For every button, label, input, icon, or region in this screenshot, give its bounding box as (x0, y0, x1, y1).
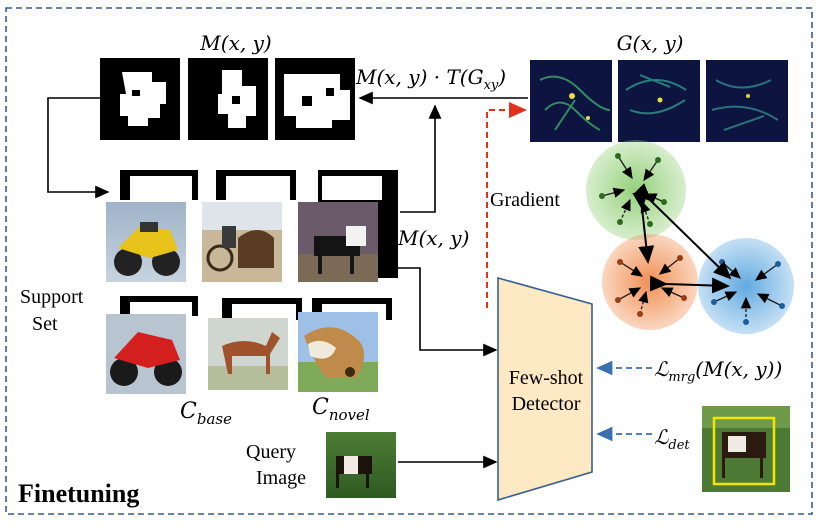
gradient-map-1 (530, 60, 612, 142)
detection-bounding-box (712, 416, 776, 486)
support-stack-1 (106, 170, 198, 282)
query-label-2: Image (256, 467, 306, 489)
query-label-1: Query (246, 441, 296, 463)
mask-label: M(x, y) (397, 226, 469, 250)
support-set-label-2: Set (32, 313, 58, 335)
support-stack-6 (298, 298, 392, 392)
mask-to-operation-arrow (400, 104, 442, 213)
detector-label-1: Few-shot (509, 367, 584, 389)
binary-mask-3 (275, 58, 355, 140)
query-image (326, 432, 396, 498)
support-stack-2 (202, 170, 296, 282)
detector-label-2: Detector (512, 393, 581, 415)
c-base-label: Cbase (180, 399, 232, 428)
finetuning-label: Finetuning (18, 479, 139, 508)
gradient-map-3 (706, 60, 788, 142)
support-stack-5 (208, 298, 302, 390)
gradient-feedback-arrow (486, 102, 527, 308)
few-shot-detector (497, 276, 593, 502)
binary-mask-1 (100, 58, 180, 140)
mask-title: M(x, y) (199, 31, 271, 55)
finetuning-frame (5, 7, 813, 515)
mask-apply-arrow (47, 97, 110, 199)
gradient-cluster-green (586, 140, 686, 240)
inter-cluster-arrows (632, 183, 732, 294)
gradient-map-2 (618, 60, 700, 142)
support-set-label-1: Support (20, 286, 84, 308)
support-to-detector-arrow (378, 267, 498, 357)
c-novel-label: Cnovel (312, 395, 370, 424)
loss-mrg-label: ℒmrg(M(x, y)) (654, 357, 782, 385)
support-stack-3 (298, 170, 398, 282)
mask-operation-label: M(x, y) · T(Gxy) (355, 65, 506, 93)
loss-det-label: ℒdet (654, 425, 690, 453)
detection-output-image (702, 406, 790, 492)
gradient-cluster-orange (602, 234, 698, 330)
support-stack-4 (106, 296, 198, 394)
binary-mask-2 (188, 58, 268, 140)
gradient-map-title: G(x, y) (617, 31, 684, 55)
gradient-label: Gradient (490, 189, 560, 211)
